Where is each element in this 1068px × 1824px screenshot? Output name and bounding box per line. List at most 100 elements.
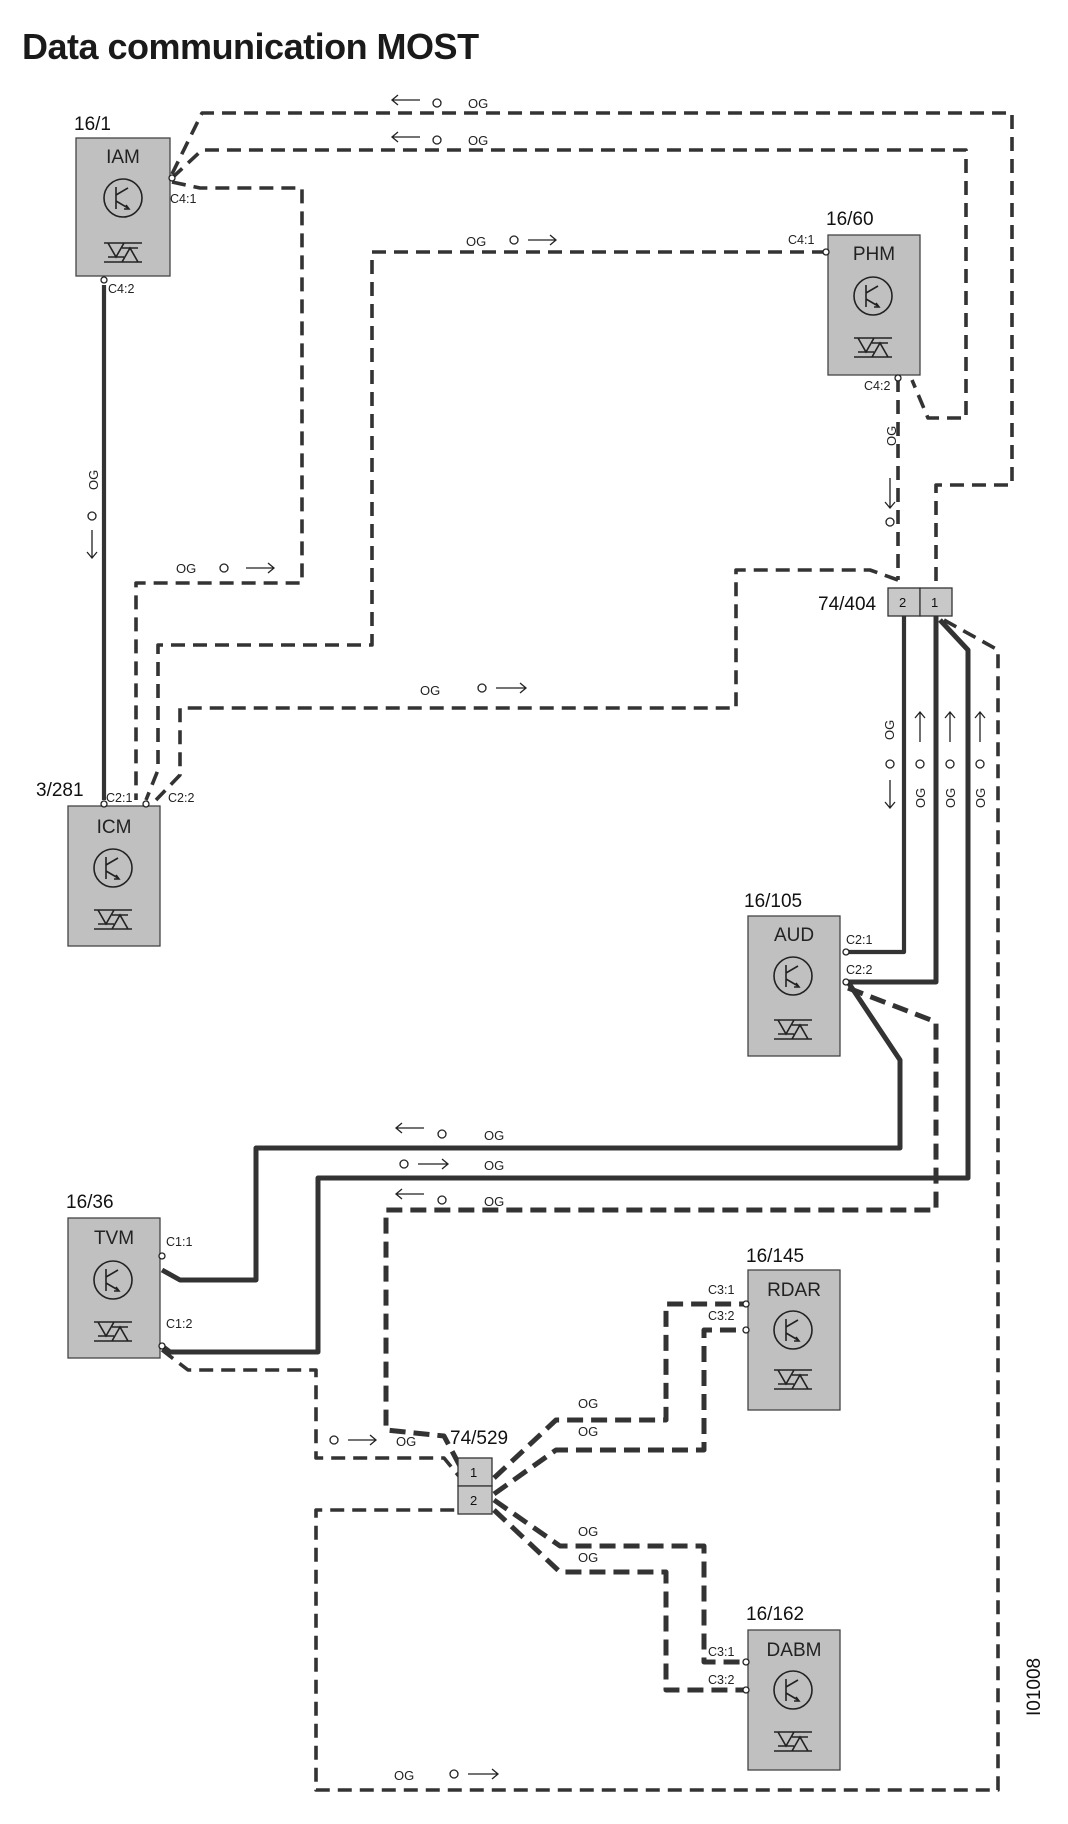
pin-label: C4:2: [864, 379, 890, 393]
og-label: OG: [913, 788, 928, 808]
pin-label: C2:1: [106, 791, 132, 805]
transistor-icon: [773, 1670, 813, 1710]
wire-iam-icm: [134, 180, 304, 800]
module-id: 16/60: [826, 209, 874, 230]
page-title: Data communication MOST: [22, 26, 479, 67]
connector-pin: 1: [470, 1465, 477, 1480]
og-label: OG: [468, 133, 488, 148]
pin-label: C2:1: [846, 933, 872, 947]
signal-label-phm: OG: [466, 234, 558, 249]
signal-label-phm-404: OG: [884, 426, 899, 527]
module-rdar: 16/145 RDAR C3:1 C3:2: [708, 1246, 841, 1411]
pin-label: C4:1: [170, 192, 196, 206]
wire-404-tvm-c12: [160, 618, 971, 1355]
transistor-icon: [773, 1310, 813, 1350]
wire-phm-icm: [144, 250, 826, 801]
wire-529-rdar-c32: [492, 1327, 746, 1497]
diode-icon: [104, 242, 142, 263]
pin-label: C4:1: [788, 233, 814, 247]
pin-label: C2:2: [168, 791, 194, 805]
module-name: ICM: [97, 817, 132, 838]
og-label: OG: [394, 1768, 414, 1783]
diode-icon: [774, 1731, 812, 1752]
pin-label: C3:2: [708, 1673, 734, 1687]
diode-icon: [94, 1321, 132, 1342]
signal-label-tvm-c12: OG: [399, 1158, 504, 1173]
connector-pin: 2: [899, 595, 906, 610]
diode-icon: [94, 909, 132, 930]
module-name: AUD: [774, 925, 814, 946]
wire-404-icm: [154, 568, 899, 802]
pin-label: C3:1: [708, 1283, 734, 1297]
module-id: 3/281: [36, 780, 84, 801]
module-iam: 16/1 IAM C4:1 C4:2: [74, 114, 196, 296]
signal-label-tvm-529: OG: [329, 1434, 416, 1449]
wire-tvm-529: [160, 1348, 464, 1482]
connector-id: 74/529: [450, 1428, 508, 1449]
signal-label-up3: OG: [973, 710, 988, 808]
module-tvm: 16/36 TVM C1:1 C1:2: [66, 1192, 192, 1359]
og-label: OG: [884, 426, 899, 446]
og-label: OG: [396, 1434, 416, 1449]
transistor-icon: [853, 276, 893, 316]
signal-label-aud-c21: OG: [882, 720, 897, 810]
signal-label-404-icm: OG: [420, 682, 528, 698]
wire-404-aud-c22: [848, 612, 939, 985]
pin-label: C4:2: [108, 282, 134, 296]
og-label: OG: [578, 1550, 598, 1565]
signal-label-dabm2: OG: [578, 1550, 598, 1565]
wire-529-dabm-c32: [492, 1508, 746, 1693]
module-aud: 16/105 AUD C2:1 C2:2: [744, 891, 872, 1057]
signal-label-iam-icm: OG: [176, 561, 276, 576]
module-id: 16/105: [744, 891, 802, 912]
og-label: OG: [468, 96, 488, 111]
signal-label-top1: OG: [390, 94, 488, 111]
og-label: OG: [578, 1396, 598, 1411]
wire-529-rdar-c31: [492, 1301, 746, 1480]
module-id: 16/36: [66, 1192, 114, 1213]
og-label: OG: [882, 720, 897, 740]
connector-pin: 1: [931, 595, 938, 610]
module-name: IAM: [106, 147, 140, 168]
figure-id: I01008: [1024, 1658, 1045, 1716]
og-label: OG: [973, 788, 988, 808]
signal-label-iam-c42: OG: [86, 470, 101, 560]
signal-labels: OG OG OG OG OG OG OG: [86, 94, 988, 1783]
module-id: 16/145: [746, 1246, 804, 1267]
og-label: OG: [484, 1158, 504, 1173]
wire-iam-outer-loop: [170, 111, 1014, 590]
og-label: OG: [176, 561, 196, 576]
signal-label-bottom: OG: [394, 1768, 500, 1783]
wire-iam-phm-loop: [170, 148, 968, 420]
pin-label: C1:1: [166, 1235, 192, 1249]
og-label: OG: [484, 1194, 504, 1209]
module-id: 16/1: [74, 114, 111, 135]
connector-74-404: 74/404 2 1: [818, 587, 953, 617]
signal-label-tvm-c11: OG: [394, 1122, 504, 1143]
module-name: PHM: [853, 244, 895, 265]
og-label: OG: [86, 470, 101, 490]
transistor-icon: [773, 956, 813, 996]
wire-404-dabm-return: [314, 618, 1000, 1792]
wire-529-dabm-c31: [492, 1497, 746, 1665]
diode-icon: [854, 337, 892, 358]
wire-aud-tvm-c11: [160, 980, 903, 1283]
wiring: [101, 111, 1014, 1792]
og-label: OG: [466, 234, 486, 249]
pin-label: C3:1: [708, 1645, 734, 1659]
signal-label-up1: OG: [913, 710, 928, 808]
pin-terminals: [100, 174, 902, 1694]
module-icm: 3/281 ICM C2:1 C2:2: [36, 780, 194, 947]
wire-aud-529: [383, 985, 939, 1472]
signal-label-rdar1: OG: [578, 1396, 598, 1411]
og-label: OG: [578, 1524, 598, 1539]
diode-icon: [774, 1369, 812, 1390]
pin-label: C3:2: [708, 1309, 734, 1323]
og-label: OG: [420, 683, 440, 698]
connector-pin: 2: [470, 1493, 477, 1508]
og-label: OG: [578, 1424, 598, 1439]
diode-icon: [774, 1019, 812, 1040]
module-name: DABM: [767, 1640, 822, 1661]
signal-label-rdar2: OG: [578, 1424, 598, 1439]
